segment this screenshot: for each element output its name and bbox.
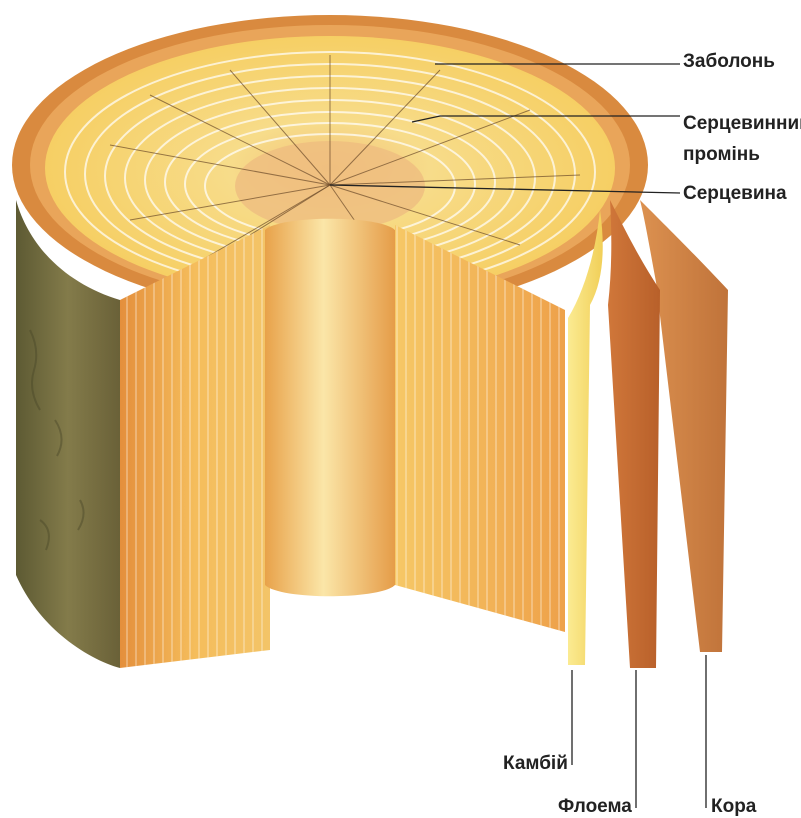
cut-face-right-stripes — [395, 225, 565, 632]
label-medullary-ray-line1: Серцевинний — [683, 112, 801, 135]
phloem-layer — [608, 200, 660, 668]
label-sapwood: Заболонь — [683, 50, 775, 73]
cambium-layer — [568, 210, 603, 665]
cut-face-left-stripes — [120, 225, 270, 668]
label-cambium: Камбій — [503, 752, 568, 775]
heartwood-core — [265, 219, 395, 597]
label-pith: Серцевина — [683, 182, 787, 205]
label-medullary-ray-line2: промінь — [683, 143, 760, 166]
